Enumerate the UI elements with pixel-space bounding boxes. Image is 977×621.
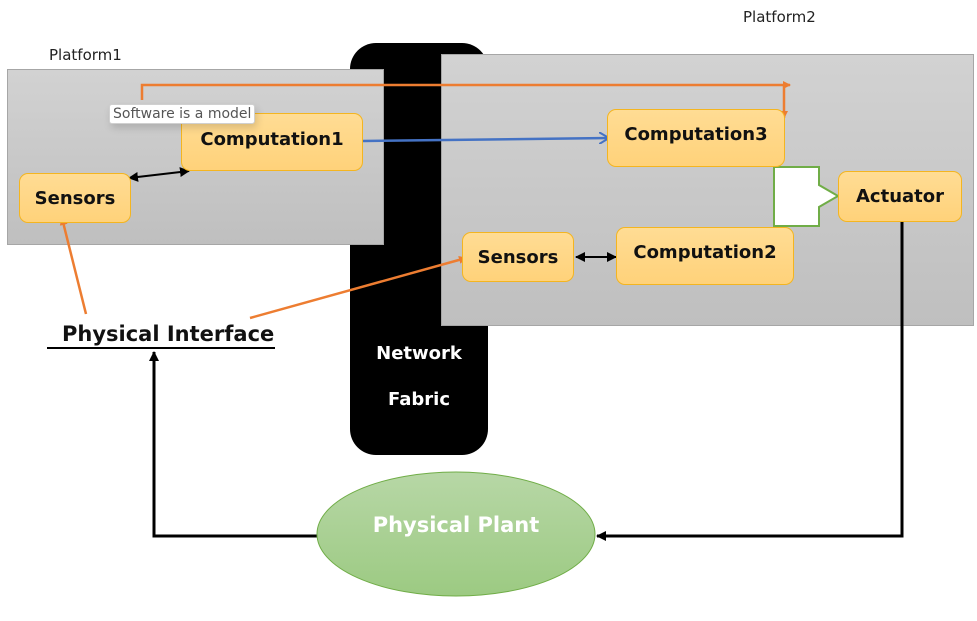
computation3-label: Computation3 — [624, 123, 768, 145]
arrow-actuator-to-plant — [596, 221, 904, 541]
arrow-plant-to-interface — [149, 351, 318, 538]
block-arrow-comp3-to-actuator — [773, 166, 840, 227]
orange-arrow-if-to-sensors2 — [249, 256, 467, 320]
physical-plant-label: Physical Plant — [372, 513, 540, 537]
sensors2-label: Sensors — [477, 246, 559, 268]
sensors2-node[interactable]: Sensors — [462, 232, 574, 282]
blue-arrow-comp1-to-comp3 — [362, 138, 609, 141]
network-fabric-label-line1: Network — [376, 343, 462, 364]
sensors1-node[interactable]: Sensors — [19, 173, 131, 223]
computation1-label: Computation1 — [200, 128, 344, 150]
computation2-node[interactable]: Computation2 — [616, 227, 794, 285]
physical-plant-shape — [316, 471, 596, 597]
actuator-node[interactable]: Actuator — [838, 171, 962, 222]
computation3-node[interactable]: Computation3 — [607, 109, 785, 167]
sensors1-label: Sensors — [34, 187, 116, 209]
platform2-label: Platform2 — [743, 8, 816, 26]
computation2-label: Computation2 — [633, 241, 777, 263]
network-fabric-label-line2: Fabric — [388, 389, 450, 410]
orange-arrow-if-to-sensors1 — [59, 217, 88, 315]
orange-arrow-model-to-comp3 — [140, 81, 791, 100]
arrow-sensors1-comp1 — [128, 167, 190, 182]
platform1-label: Platform1 — [49, 46, 122, 64]
physical-interface-label: Physical Interface — [62, 322, 275, 346]
actuator-label: Actuator — [855, 186, 944, 207]
software-model-tooltip: Software is a model — [109, 104, 256, 124]
